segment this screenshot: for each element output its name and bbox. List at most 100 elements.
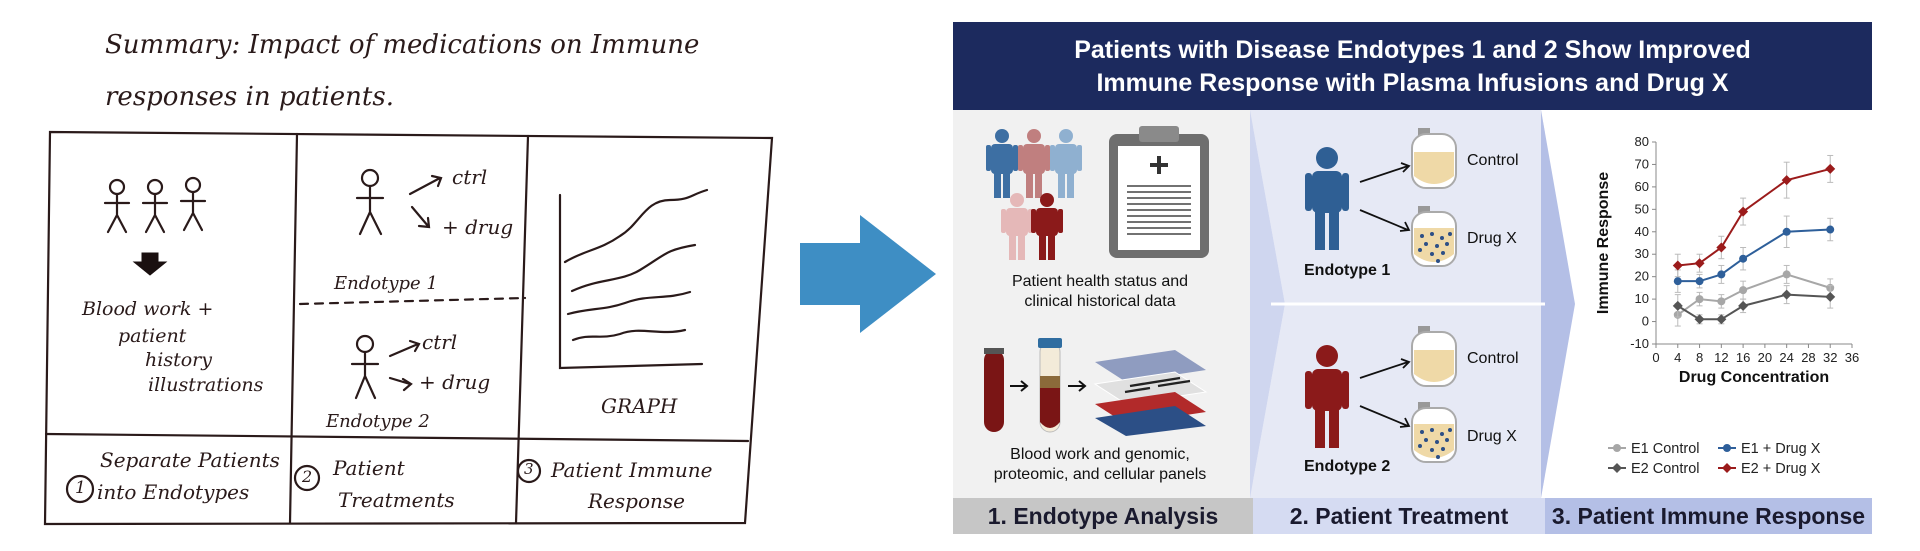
panel1-caption-bottom-2: proteomic, and cellular panels xyxy=(993,466,1207,483)
endotype1-person-icon xyxy=(1305,147,1349,250)
legend-entry: E1 + Drug X xyxy=(1741,441,1821,457)
sketch-step2-num: 2 xyxy=(302,467,313,486)
x-tick-label: 0 xyxy=(1652,350,1659,365)
sketch-step1-line2: into Endotypes xyxy=(97,480,250,504)
series-line xyxy=(1677,293,1831,321)
sketch-title-line1: Summary: Impact of medications on Immune xyxy=(105,30,700,60)
endotype2-person-icon xyxy=(1305,345,1349,448)
figure-title-line2: Immune Response with Plasma Infusions an… xyxy=(1096,69,1729,97)
data-point xyxy=(1672,300,1683,311)
sketch-panel1-text-4: illustrations xyxy=(148,374,264,396)
sketch-graph-label: GRAPH xyxy=(601,394,678,418)
y-tick-label: 70 xyxy=(1635,156,1649,171)
legend-entry: E2 Control xyxy=(1631,461,1700,477)
patients-group-icon xyxy=(986,129,1082,260)
control-bag-1-icon xyxy=(1411,128,1457,189)
data-point xyxy=(1673,277,1682,286)
sketch-panel1-text-2: patient xyxy=(118,325,187,347)
x-tick-label: 24 xyxy=(1779,350,1793,365)
x-tick-label: 28 xyxy=(1801,350,1815,365)
y-tick-label: -10 xyxy=(1630,336,1649,351)
x-tick-label: 36 xyxy=(1845,350,1859,365)
legend-swatch-marker xyxy=(1722,463,1732,473)
data-point xyxy=(1781,175,1792,186)
data-point xyxy=(1694,258,1705,269)
sketch-panel1-text-1: Blood work + xyxy=(82,298,214,320)
endotype1-label: Endotype 1 xyxy=(1304,262,1391,279)
data-point xyxy=(1739,254,1748,263)
drugx-bag-2-icon xyxy=(1411,402,1457,463)
panel1-caption-top: Patient health status and clinical histo… xyxy=(995,272,1205,312)
treatment-diagram xyxy=(1305,128,1457,463)
data-point xyxy=(1695,295,1704,304)
y-tick-label: 60 xyxy=(1635,179,1649,194)
panel1-caption-top-2: clinical historical data xyxy=(1024,293,1176,310)
series-line xyxy=(1677,228,1831,283)
data-point xyxy=(1825,163,1836,174)
drugx-label-2: Drug X xyxy=(1467,428,1517,445)
sketch-step1-line1: Separate Patients xyxy=(100,448,280,472)
legend-swatch-marker xyxy=(1723,444,1731,452)
sketch-stick-figures xyxy=(103,176,207,234)
y-tick-label: 20 xyxy=(1635,269,1649,284)
data-point xyxy=(1739,286,1748,295)
data-point xyxy=(1782,270,1791,279)
sketch-drawing xyxy=(43,130,774,526)
series-line xyxy=(1677,273,1831,316)
blood-sample-tubes-icon xyxy=(984,338,1208,436)
panel1-caption-top-1: Patient health status and xyxy=(1011,273,1189,290)
y-tick-label: 50 xyxy=(1635,201,1649,216)
data-point xyxy=(1716,242,1727,253)
sketch-ctrl-1: ctrl xyxy=(452,165,488,189)
y-tick-label: 40 xyxy=(1635,224,1649,239)
drugx-bag-1-icon xyxy=(1411,206,1457,267)
data-point xyxy=(1738,300,1749,311)
x-tick-label: 4 xyxy=(1674,350,1681,365)
x-tick-label: 20 xyxy=(1758,350,1772,365)
sketch-step3-line1: Patient Immune xyxy=(551,458,713,482)
sketch-endotype1: Endotype 1 xyxy=(334,273,438,294)
panel1-label: 1. Endotype Analysis xyxy=(987,503,1219,529)
panel3-label: 3. Patient Immune Response xyxy=(1551,503,1866,529)
panel1-caption-bottom-1: Blood work and genomic, xyxy=(1010,446,1190,463)
data-point xyxy=(1738,206,1749,217)
control-label-2: Control xyxy=(1467,350,1519,367)
x-tick-label: 16 xyxy=(1736,350,1750,365)
sketch-step3-num: 3 xyxy=(524,460,534,478)
x-axis-label: Drug Concentration xyxy=(1679,369,1829,386)
sketch-step3-line2: Response xyxy=(588,489,685,513)
data-point xyxy=(1781,289,1792,300)
control-label-1: Control xyxy=(1467,152,1519,169)
figure-title-line1: Patients with Disease Endotypes 1 and 2 … xyxy=(1074,36,1751,64)
data-point xyxy=(1672,260,1683,271)
sketch-endotype2: Endotype 2 xyxy=(326,411,430,432)
y-tick-label: 10 xyxy=(1635,291,1649,306)
y-tick-label: 80 xyxy=(1635,134,1649,149)
x-tick-label: 32 xyxy=(1823,350,1837,365)
x-tick-label: 12 xyxy=(1714,350,1728,365)
clipboard-icon xyxy=(1109,126,1209,258)
transition-arrow-icon xyxy=(800,215,936,333)
sketch-step1-num: 1 xyxy=(75,478,86,498)
sketch-drug-1: + drug xyxy=(442,215,514,239)
data-point xyxy=(1716,314,1727,325)
data-point xyxy=(1717,297,1726,306)
data-point xyxy=(1717,270,1726,279)
legend-swatch-marker xyxy=(1612,463,1622,473)
data-point xyxy=(1782,227,1791,236)
data-point xyxy=(1695,277,1704,286)
panel2-label: 2. Patient Treatment xyxy=(1289,503,1509,529)
sketch-ctrl-2: ctrl xyxy=(422,330,458,354)
sketch-step2-line1: Patient xyxy=(333,456,405,480)
sketch-drug-2: + drug xyxy=(419,370,491,394)
sketch-panel1-text-3: history xyxy=(145,349,212,371)
figure-title-banner: Patients with Disease Endotypes 1 and 2 … xyxy=(953,22,1872,110)
sketch-title-line2: responses in patients. xyxy=(105,82,394,112)
y-tick-label: 30 xyxy=(1635,246,1649,261)
legend-entry: E1 Control xyxy=(1631,441,1700,457)
sketch-step2-line2: Treatments xyxy=(338,488,455,512)
data-point xyxy=(1826,225,1835,234)
endotype2-label: Endotype 2 xyxy=(1304,458,1391,475)
legend-entry: E2 + Drug X xyxy=(1741,461,1821,477)
